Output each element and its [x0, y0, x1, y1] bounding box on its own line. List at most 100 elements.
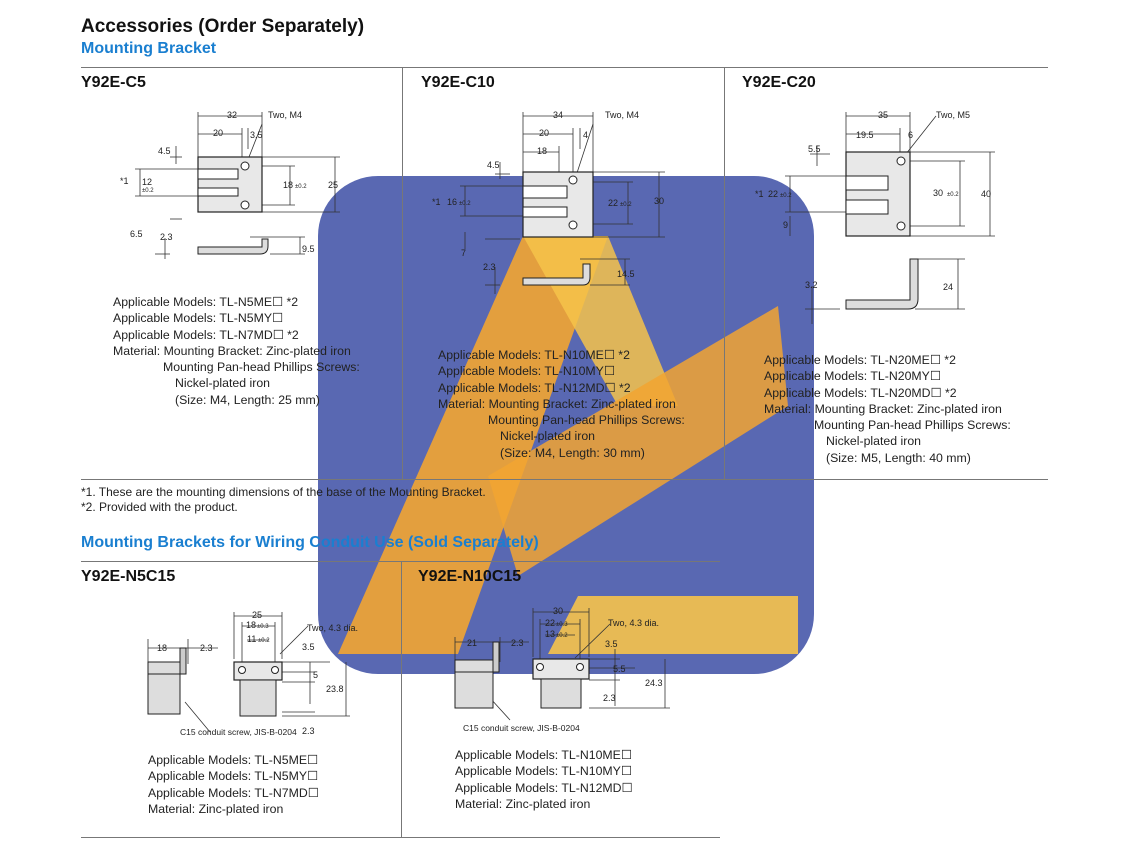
spec-line: Nickel-plated iron: [500, 429, 596, 444]
spec-list: Applicable Models: TL-N10ME☐ *2 Applicab…: [438, 347, 685, 461]
dim-label: Two, M5: [936, 110, 970, 120]
spec-line: (Size: M4, Length: 30 mm): [500, 445, 645, 460]
dim-label: ±0.2: [556, 633, 568, 639]
product-title: Y92E-N10C15: [418, 568, 522, 585]
dim-label: C15 conduit screw, JIS-B-0204: [180, 727, 297, 737]
spec-line: Applicable Models: TL-N5MY☐: [148, 769, 319, 784]
dim-label: Two, M4: [605, 110, 639, 120]
spec-line: Applicable Models: TL-N5MY☐: [113, 311, 284, 326]
dim-label: 2.3: [302, 726, 315, 736]
divider: [81, 67, 1048, 68]
dim-label: 4.5: [158, 146, 171, 156]
spec-list: Applicable Models: TL-N5ME☐ *2 Applicabl…: [113, 294, 360, 408]
spec-line: Applicable Models: TL-N20ME☐ *2: [764, 353, 956, 367]
dim-label: ±0.2: [947, 192, 959, 198]
spec-line: Applicable Models: TL-N20MY☐: [764, 369, 941, 384]
dim-label: 3.2: [805, 280, 818, 290]
page-title: Accessories (Order Separately): [81, 16, 365, 37]
spec-line: Mounting Pan-head Phillips Screws:: [488, 413, 685, 428]
divider: [402, 67, 403, 479]
dim-label: ±0.2: [620, 202, 632, 208]
dim-label: 18: [537, 146, 547, 156]
dim-label: 34: [553, 110, 563, 120]
dim-label: ±0.2: [142, 188, 154, 194]
dim-label: 5: [313, 670, 318, 680]
dim-label: 3.5: [250, 130, 263, 140]
dim-label: 22: [545, 618, 555, 628]
dim-label: 7: [461, 248, 466, 258]
dim-label: C15 conduit screw, JIS-B-0204: [463, 723, 580, 733]
dim-label: 22: [768, 189, 778, 199]
spec-line: Applicable Models: TL-N5ME☐ *2: [113, 295, 299, 309]
dim-label: 22: [608, 198, 618, 208]
spec-line: Applicable Models: TL-N7MD☐: [148, 785, 319, 800]
dim-label: 25: [252, 610, 262, 620]
dim-label: 12: [142, 177, 152, 187]
spec-line: Mounting Pan-head Phillips Screws:: [814, 418, 1011, 433]
spec-line: Applicable Models: TL-N12MD☐ *2: [438, 380, 631, 395]
spec-line: Material: Zinc-plated iron: [148, 801, 284, 816]
dim-label: 2.3: [160, 232, 173, 242]
product-title: Y92E-C5: [81, 74, 146, 91]
spec-list: Applicable Models: TL-N5ME☐ Applicable M…: [148, 752, 319, 817]
dim-label: 30: [553, 606, 563, 616]
section-title: Mounting Brackets for Wiring Conduit Use…: [81, 534, 539, 551]
conduit-bracket-diagram: 18 2.3 25 18 ±0.3 11 ±0.2 Two, 4.3 dia. …: [147, 610, 358, 737]
dim-label: 35: [878, 110, 888, 120]
dim-label: ±0.3: [556, 622, 568, 628]
divider: [724, 67, 725, 479]
dim-label: 20: [539, 128, 549, 138]
spec-list: Applicable Models: TL-N20ME☐ *2 Applicab…: [764, 352, 1011, 466]
dim-label: 25: [328, 180, 338, 190]
dim-label: ±0.2: [258, 638, 270, 644]
dim-label: *1: [120, 176, 129, 186]
spec-line: Applicable Models: TL-N5ME☐: [148, 753, 319, 767]
product-title: Y92E-N5C15: [81, 568, 176, 585]
conduit-bracket-diagram: 21 2.3 30 22 ±0.3 13 ±0.2 Two, 4.3 dia. …: [454, 606, 670, 733]
spec-line: Nickel-plated iron: [175, 376, 271, 391]
spec-line: Material: Mounting Bracket: Zinc-plated …: [438, 396, 676, 411]
footnote: *2. Provided with the product.: [81, 500, 238, 514]
dim-label: 2.3: [483, 262, 496, 272]
dim-label: 18: [246, 620, 256, 630]
dim-label: 3.5: [605, 639, 618, 649]
dim-label: 18: [283, 180, 293, 190]
dim-label: 2.3: [511, 638, 524, 648]
watermark-logo: [318, 176, 814, 674]
spec-line: Material: Zinc-plated iron: [455, 796, 591, 811]
dim-label: 9.5: [302, 244, 315, 254]
footnote: *1. These are the mounting dimensions of…: [81, 485, 486, 499]
dim-label: 6.5: [130, 229, 143, 239]
spec-line: Applicable Models: TL-N10MY☐: [455, 764, 632, 779]
dim-label: 24: [943, 282, 953, 292]
dim-label: 11: [247, 634, 256, 644]
dim-label: Two, M4: [268, 110, 302, 120]
dim-label: 5.5: [613, 664, 626, 674]
spec-line: (Size: M5, Length: 40 mm): [826, 450, 971, 465]
spec-line: Material: Mounting Bracket: Zinc-plated …: [764, 401, 1002, 416]
spec-line: Applicable Models: TL-N12MD☐: [455, 780, 633, 795]
dim-label: 40: [981, 189, 991, 199]
dim-label: 5.5: [808, 144, 821, 154]
spec-line: Applicable Models: TL-N7MD☐ *2: [113, 327, 299, 342]
dim-label: ±0.3: [257, 624, 269, 630]
divider: [81, 837, 720, 838]
dim-label: 30: [933, 188, 943, 198]
bracket-diagram: 32 20 3.5 Two, M4 4.5 *1 12 ±0.2 18 ±0.2…: [120, 110, 340, 259]
divider: [81, 561, 720, 562]
spec-line: Mounting Pan-head Phillips Screws:: [163, 360, 360, 375]
spec-line: Applicable Models: TL-N10ME☐: [455, 748, 632, 762]
bracket-diagram: 34 20 4 18 Two, M4 4.5 *1 16 ±0.2 22 ±0.…: [432, 110, 665, 294]
dim-label: ±0.2: [459, 201, 471, 207]
spec-line: Applicable Models: TL-N10MY☐: [438, 364, 615, 379]
dim-label: 18: [157, 643, 167, 653]
dim-label: Two, 4.3 dia.: [608, 618, 659, 628]
dim-label: 20: [213, 128, 223, 138]
footnotes: *1. These are the mounting dimensions of…: [81, 485, 486, 515]
dim-label: *1: [755, 189, 764, 199]
dim-label: 23.8: [326, 684, 344, 694]
dim-label: ±0.2: [780, 193, 792, 199]
spec-list: Applicable Models: TL-N10ME☐ Applicable …: [455, 747, 633, 812]
dim-label: 21: [467, 638, 477, 648]
dim-label: 16: [447, 197, 457, 207]
